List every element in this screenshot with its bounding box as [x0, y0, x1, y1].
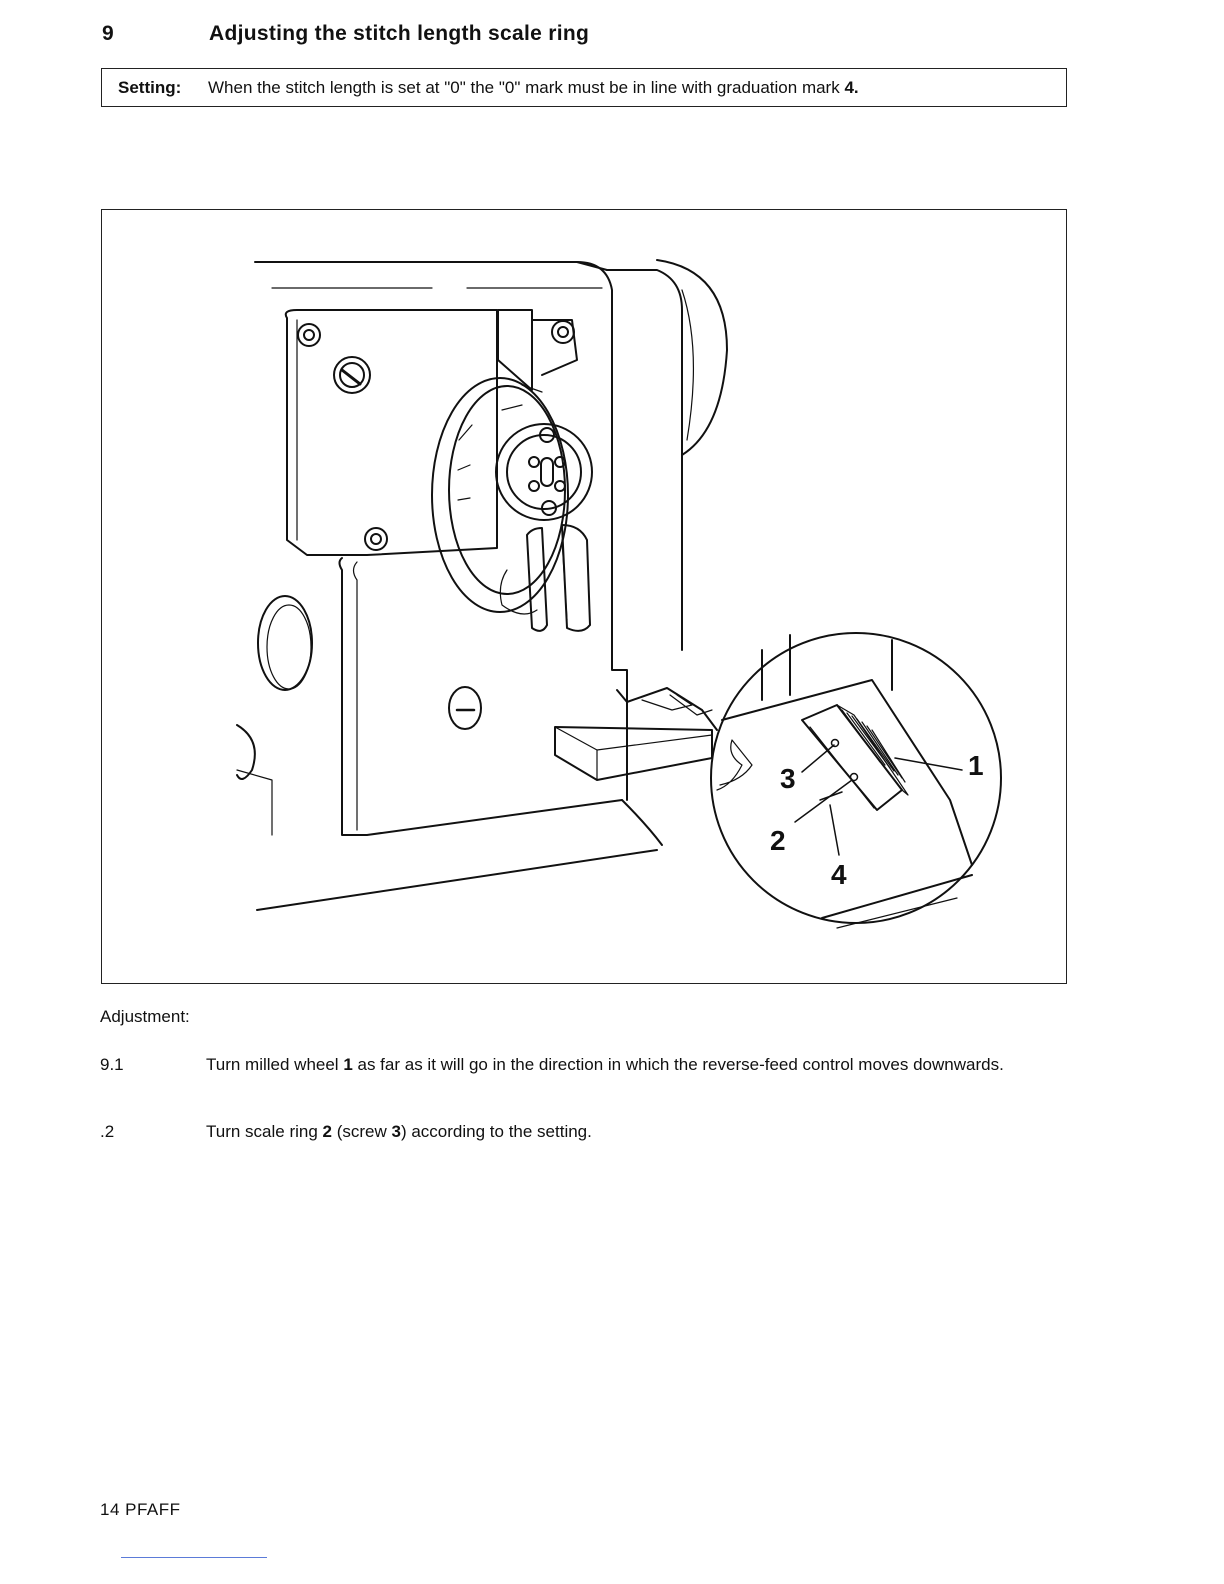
callout-2: 2: [770, 825, 786, 856]
round-cover: [257, 595, 313, 691]
lower-column: [338, 557, 623, 836]
step-text: Turn scale ring 2 (screw 3) according to…: [206, 1122, 592, 1141]
head-side-edge: [606, 269, 683, 651]
machine-illustration-frame: 1 2 3 4: [101, 209, 1067, 984]
bottom-rule: [121, 1557, 267, 1558]
stitch-regulator-dial: [431, 377, 593, 613]
step-text: Turn milled wheel 1 as far as it will go…: [206, 1055, 1004, 1074]
bed-plate-corner: [621, 799, 663, 846]
head-front-edge: [576, 261, 628, 801]
left-edge-detail: [236, 724, 256, 780]
magnified-detail: [710, 632, 1002, 929]
handwheel-outline: [656, 259, 728, 456]
step-number: .2: [100, 1122, 115, 1141]
faceplate-screws: [297, 320, 575, 551]
section-title: Adjusting the stitch length scale ring: [209, 22, 590, 45]
setting-box: Setting: When the stitch length is set a…: [101, 68, 1067, 107]
slide-plate: [554, 687, 718, 781]
page-footer: 14 PFAFF: [100, 1500, 181, 1519]
upper-bracket: [497, 309, 533, 391]
bed-plate-edge: [256, 849, 658, 911]
callout-4: 4: [831, 859, 847, 890]
handwheel-rim: [681, 289, 694, 441]
callout-3: 3: [780, 763, 796, 794]
lower-screw: [448, 686, 482, 730]
face-plate: [284, 309, 498, 556]
upper-bracket-side: [531, 319, 578, 376]
adjustment-label: Adjustment:: [100, 1007, 190, 1026]
section-number: 9: [102, 22, 114, 45]
machine-illustration: 1 2 3 4: [236, 259, 1002, 929]
setting-text: When the stitch length is set at "0" the…: [208, 77, 859, 97]
arm-top-edge: [254, 261, 608, 271]
callout-1: 1: [968, 750, 984, 781]
step-number: 9.1: [100, 1055, 124, 1074]
lower-column-edge: [352, 561, 358, 831]
setting-label: Setting:: [118, 77, 182, 97]
reverse-feed-lever: [499, 524, 591, 632]
